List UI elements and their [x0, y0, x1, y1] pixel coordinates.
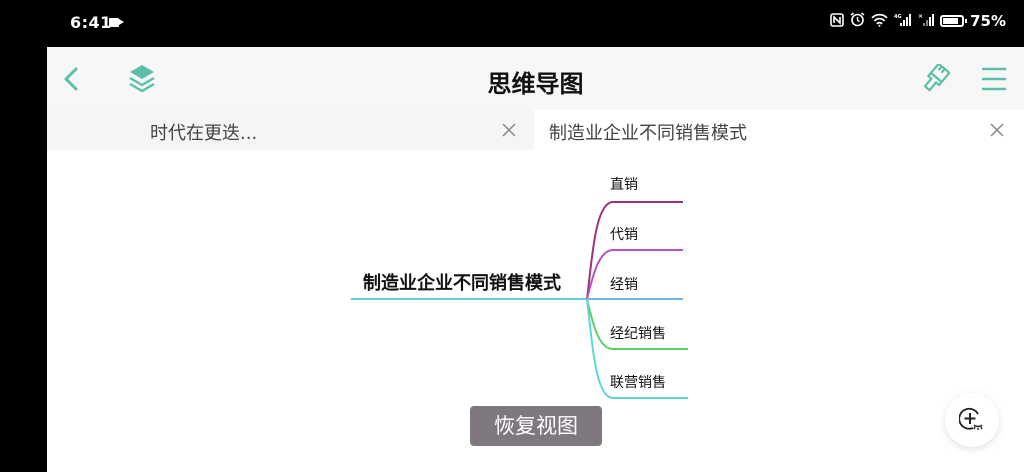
mindmap-connectors: [351, 201, 688, 399]
tab-document-2[interactable]: 制造业企业不同销售模式: [536, 110, 1024, 150]
mindmap-node[interactable]: 经销: [610, 277, 638, 293]
back-button[interactable]: [59, 65, 85, 93]
wifi-icon: [871, 13, 888, 30]
zoom-gesture-fab[interactable]: [945, 393, 999, 447]
layers-button[interactable]: [127, 63, 157, 93]
close-icon: [990, 123, 1004, 137]
tab-label: 制造业企业不同销售模式: [549, 123, 747, 144]
svg-text:4G: 4G: [894, 14, 902, 20]
restore-view-button[interactable]: 恢复视图: [470, 406, 602, 446]
hamburger-menu-icon: [982, 67, 1006, 91]
chevron-left-icon: [64, 67, 78, 91]
mindmap-node[interactable]: 直销: [610, 177, 638, 193]
style-brush-button[interactable]: [919, 63, 951, 94]
document-tabs: 时代在更迭... 制造业企业不同销售模式: [47, 110, 1024, 150]
battery-icon: [940, 15, 968, 27]
mindmap-node[interactable]: 联营销售: [610, 375, 666, 391]
battery-percent: 75%: [970, 12, 1006, 30]
layers-icon: [129, 65, 155, 93]
app-header: 思维导图: [47, 47, 1024, 110]
paint-brush-icon: [923, 63, 951, 92]
signal-no-sim-icon: ×: [918, 13, 935, 30]
zoom-in-gesture-icon: [959, 407, 983, 430]
svg-text:×: ×: [918, 13, 923, 20]
mindmap-root-node[interactable]: 制造业企业不同销售模式: [363, 273, 561, 294]
status-bar: 6:41 4G × 75%: [0, 0, 1024, 47]
signal-4g-icon: 4G: [894, 13, 912, 30]
page-title: 思维导图: [487, 70, 584, 98]
mindmap-app: 思维导图 时代在更迭... 制造业企业不同销售模式: [47, 47, 1024, 472]
tab-document-1[interactable]: 时代在更迭...: [47, 110, 534, 150]
screen-record-icon: [109, 18, 124, 27]
close-icon: [502, 123, 516, 137]
tab-close-button[interactable]: [501, 122, 517, 138]
status-time: 6:41: [70, 13, 112, 32]
nfc-icon: [830, 12, 844, 30]
status-icons: 4G × 75%: [830, 12, 1006, 30]
menu-button[interactable]: [981, 67, 1007, 91]
mindmap-canvas[interactable]: 制造业企业不同销售模式 直销 代销 经销 经纪销售 联营销售 恢复视图: [47, 150, 1024, 472]
alarm-icon: [850, 12, 865, 30]
mindmap-node[interactable]: 代销: [610, 227, 638, 243]
tab-label: 时代在更迭...: [150, 123, 258, 144]
tab-close-button[interactable]: [989, 122, 1005, 138]
mindmap-node[interactable]: 经纪销售: [610, 326, 666, 342]
